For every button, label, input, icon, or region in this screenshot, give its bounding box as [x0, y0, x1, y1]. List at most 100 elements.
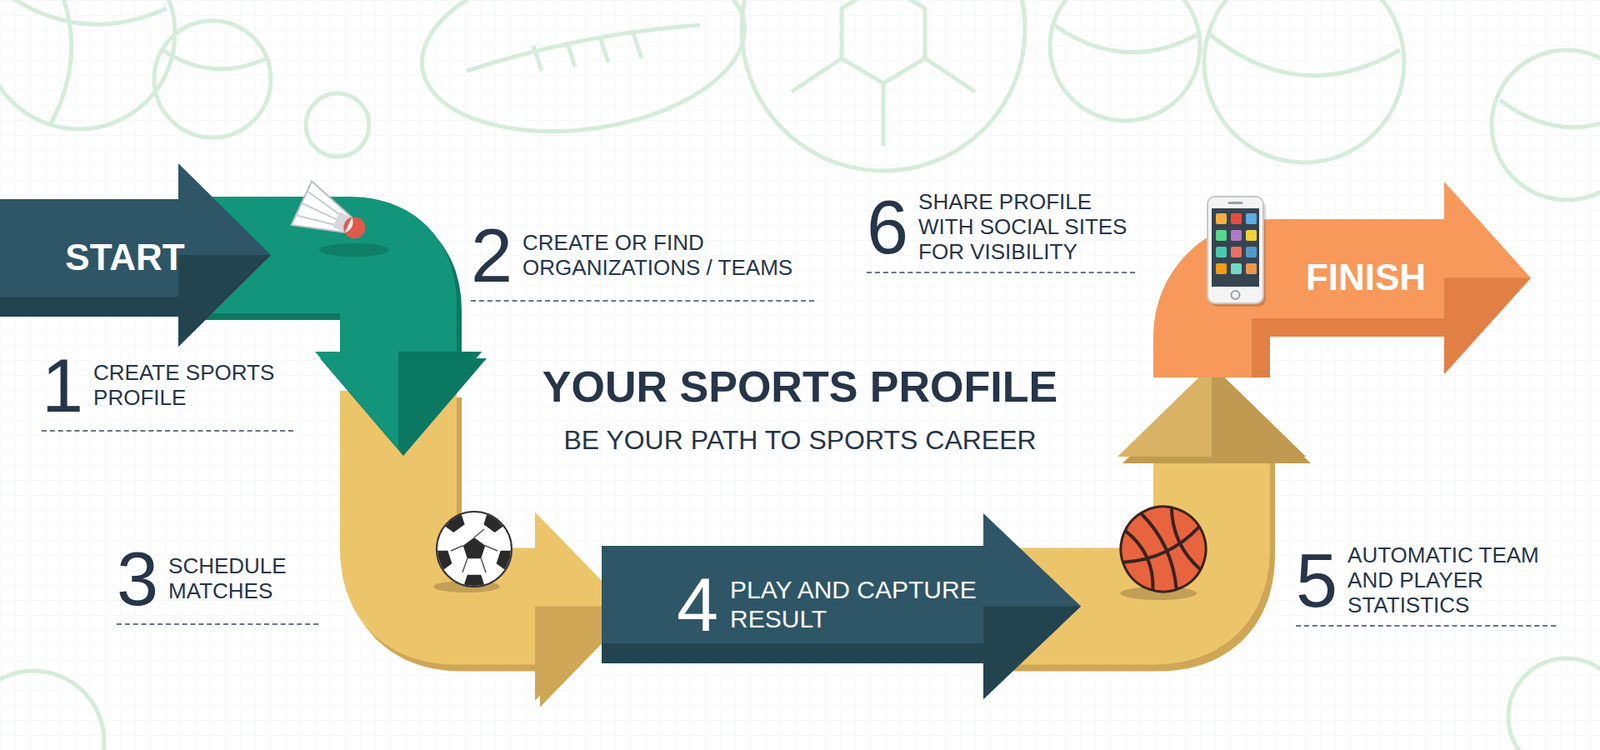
step-arrow-shape [983, 606, 1081, 700]
step-callout: 1CREATE SPORTS PROFILE [41, 348, 294, 432]
soccer-ball [426, 505, 524, 599]
shuttlecock [291, 180, 375, 255]
ball-outlines [533, 33, 642, 71]
phone-icon [1245, 230, 1257, 241]
ball-outlines [0, 670, 105, 750]
step-number: 5 [1295, 543, 1338, 619]
ball-outlines [1208, 33, 1400, 76]
soccer-ball [480, 505, 510, 535]
step-text: AUTOMATIC TEAM AND PLAYER STATISTICS [1347, 543, 1556, 619]
ball-outlines [1500, 100, 1600, 128]
step-text: CREATE OR FIND ORGANIZATIONS / TEAMS [522, 230, 815, 281]
basketball [1106, 492, 1220, 606]
step-arrow: 4PLAY AND CAPTURE RESULT [601, 513, 1081, 700]
phone-icon [1230, 230, 1242, 241]
phone-icon [1228, 201, 1244, 205]
finish-arrow-shape [1251, 318, 1445, 378]
soccer-ball [492, 544, 523, 575]
finish-arrow: FINISH [1153, 181, 1531, 378]
finish-arrow-shape [1153, 181, 1531, 378]
subtitle: BE YOUR PATH TO SPORTS CAREER [516, 425, 1084, 456]
basketball [1125, 527, 1161, 590]
flow-band [1117, 365, 1306, 457]
soccer-ball [426, 505, 524, 599]
phone-icon [1215, 230, 1227, 241]
step-number: 2 [470, 218, 513, 294]
basketball [1106, 492, 1220, 606]
step-text: PLAY AND CAPTURE RESULT [730, 575, 997, 634]
phone-icon [1230, 263, 1242, 275]
arrow-content: FINISH [1286, 219, 1445, 337]
basketball [1165, 507, 1201, 573]
shuttlecock [291, 180, 390, 257]
ball-outlines [841, 0, 925, 84]
flow-band [1211, 365, 1306, 457]
start-arrow-shape [178, 255, 271, 347]
start-arrow: START [0, 163, 271, 347]
soccer-ball [460, 568, 490, 599]
shuttlecock [345, 217, 356, 235]
phone-icon [1211, 208, 1260, 287]
shuttlecock [319, 243, 390, 257]
soccer-ball [426, 544, 457, 575]
ball-outlines [466, 25, 700, 71]
arrow-label: FINISH [1305, 257, 1426, 298]
basketball [1123, 526, 1203, 570]
soccer-ball [450, 529, 498, 573]
ball-outlines [1050, 0, 1200, 121]
phone-icon [1207, 196, 1264, 304]
ball-outlines [1508, 658, 1600, 750]
flow-arrow [183, 255, 632, 708]
arrow-content: START [25, 199, 225, 317]
ball-outlines [1054, 25, 1200, 53]
phone-icon [1215, 246, 1227, 258]
shuttlecock [340, 213, 370, 243]
title: YOUR SPORTS PROFILE [516, 363, 1084, 411]
step-callout: 3SCHEDULE MATCHES [116, 541, 319, 625]
step-arrow-shape [601, 643, 984, 664]
shuttlecock [291, 180, 360, 247]
ball-outlines [1491, 50, 1600, 200]
ball-outlines [791, 58, 975, 146]
start-arrow-shape [0, 296, 179, 317]
step-text: CREATE SPORTS PROFILE [93, 360, 294, 411]
phone-icon [1230, 213, 1242, 225]
ball-outlines [410, 0, 756, 151]
ball-outlines [305, 93, 370, 157]
basketball [1140, 510, 1183, 589]
step-callout: 5AUTOMATIC TEAM AND PLAYER STATISTICS [1295, 543, 1556, 627]
ball-outlines [33, 0, 72, 125]
ball-outlines [162, 50, 267, 70]
arrow-content: 4PLAY AND CAPTURE RESULT [676, 545, 997, 664]
step-number: 3 [116, 541, 159, 617]
soccer-ball [439, 505, 470, 535]
step-arrow-shape [601, 513, 1081, 700]
phone-icon [1245, 263, 1257, 275]
ball-outlines [154, 20, 271, 138]
step-text: SCHEDULE MATCHES [168, 554, 319, 605]
step-number: 4 [676, 567, 719, 643]
step-callout: 2CREATE OR FIND ORGANIZATIONS / TEAMS [470, 218, 815, 302]
ball-outlines [0, 0, 175, 130]
phone-icon [1207, 196, 1266, 307]
basketball [1106, 492, 1220, 606]
phone-icon [1231, 290, 1240, 300]
step-arrow-shape [601, 513, 1081, 700]
step-text: SHARE PROFILE WITH SOCIAL SITES FOR VISI… [918, 190, 1135, 265]
finish-arrow-shape [1444, 278, 1531, 375]
step-callout: 6SHARE PROFILE WITH SOCIAL SITES FOR VIS… [866, 190, 1135, 274]
flow-band [315, 351, 482, 450]
phone-icon [1215, 263, 1227, 275]
soccer-ball [426, 505, 524, 599]
ball-outlines [1204, 0, 1405, 163]
ball-outlines [741, 0, 1025, 171]
flow-band [398, 351, 482, 450]
step-number: 6 [866, 190, 909, 265]
start-arrow-shape [0, 163, 271, 347]
ball-outlines [0, 0, 167, 25]
step-number: 1 [41, 348, 84, 424]
soccer-ball [463, 537, 486, 559]
